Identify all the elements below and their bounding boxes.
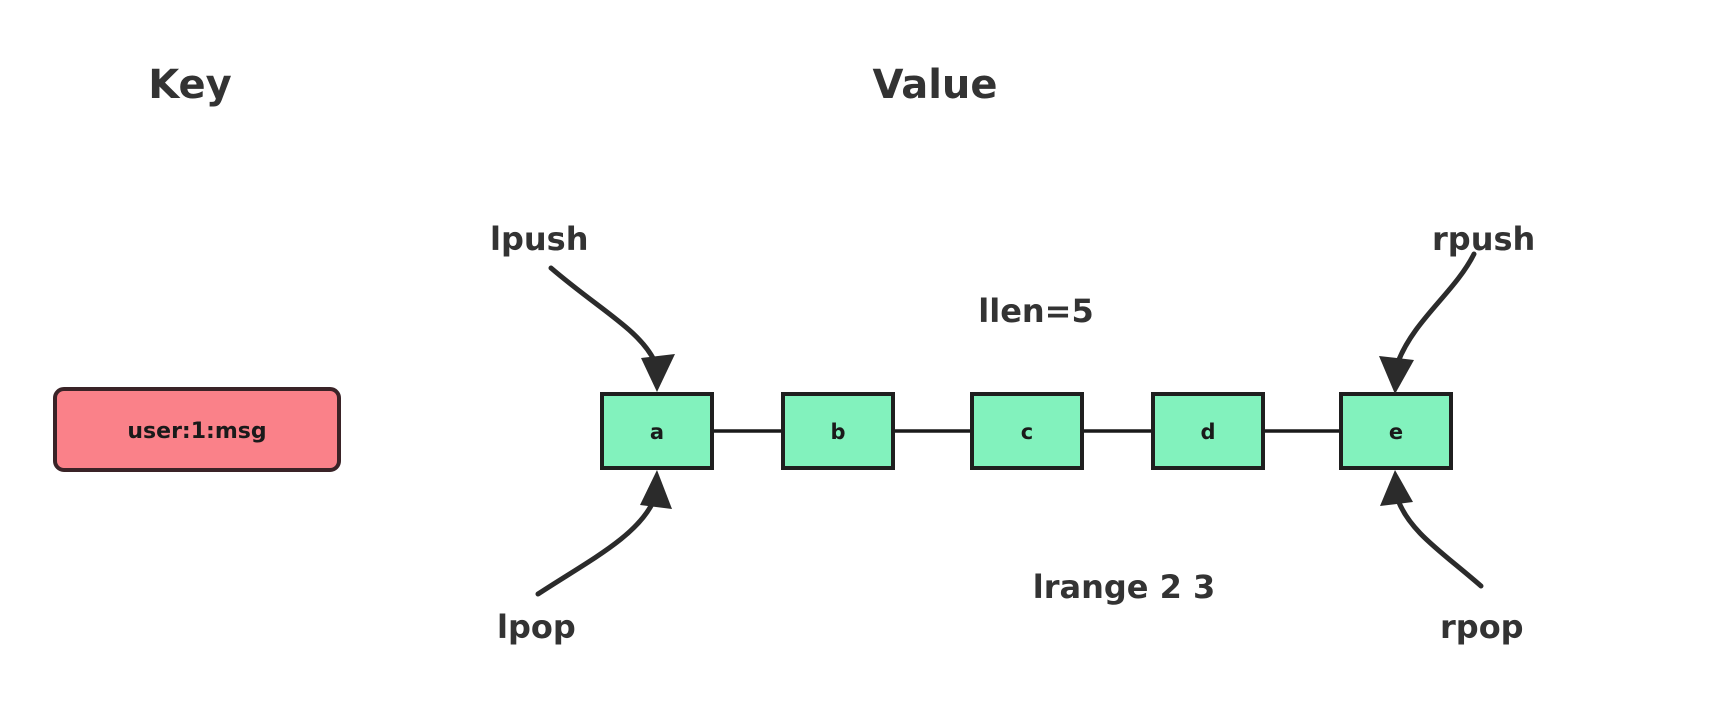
rpop-arrow: [1380, 470, 1484, 589]
lpush-arrow-head: [641, 354, 675, 392]
key-box-rect: [53, 387, 341, 472]
list-node-c-rect: [970, 392, 1084, 470]
list-node-b-label: b: [830, 420, 845, 444]
llen-annotation: llen=5: [978, 292, 1094, 330]
list-node-c-label: c: [1021, 420, 1033, 444]
rpush-arrow-head: [1379, 356, 1414, 394]
lpop-arrow-head: [640, 470, 672, 509]
lpush-label: lpush: [490, 220, 588, 258]
key-box-label: user:1:msg: [127, 419, 266, 444]
lpush-arrow-curve: [548, 265, 658, 365]
lpop-label: lpop: [497, 608, 576, 646]
lpush-arrow: [548, 265, 675, 392]
value-column-heading: Value: [872, 62, 997, 108]
lpop-arrow: [535, 470, 672, 597]
rpush-arrow: [1379, 251, 1477, 394]
list-node-d[interactable]: d: [1151, 392, 1265, 470]
list-node-a[interactable]: a: [600, 392, 714, 470]
key-box[interactable]: user:1:msg: [53, 387, 341, 472]
list-node-b-rect: [781, 392, 895, 470]
rpop-label: rpop: [1440, 608, 1524, 646]
list-node-c[interactable]: c: [970, 392, 1084, 470]
list-node-d-label: d: [1200, 420, 1215, 444]
key-column-heading: Key: [148, 62, 232, 108]
rpush-arrow-curve: [1395, 251, 1477, 365]
list-node-e-label: e: [1389, 420, 1403, 444]
list-node-b[interactable]: b: [781, 392, 895, 470]
rpop-arrow-curve: [1395, 497, 1484, 589]
rpop-arrow-head: [1380, 470, 1413, 506]
list-node-e[interactable]: e: [1339, 392, 1453, 470]
lrange-annotation: lrange 2 3: [1033, 568, 1216, 606]
lpop-arrow-curve: [535, 497, 657, 597]
rpush-label: rpush: [1432, 220, 1535, 258]
list-node-a-label: a: [650, 420, 664, 444]
list-node-d-rect: [1151, 392, 1265, 470]
list-node-a-rect: [600, 392, 714, 470]
list-node-e-rect: [1339, 392, 1453, 470]
